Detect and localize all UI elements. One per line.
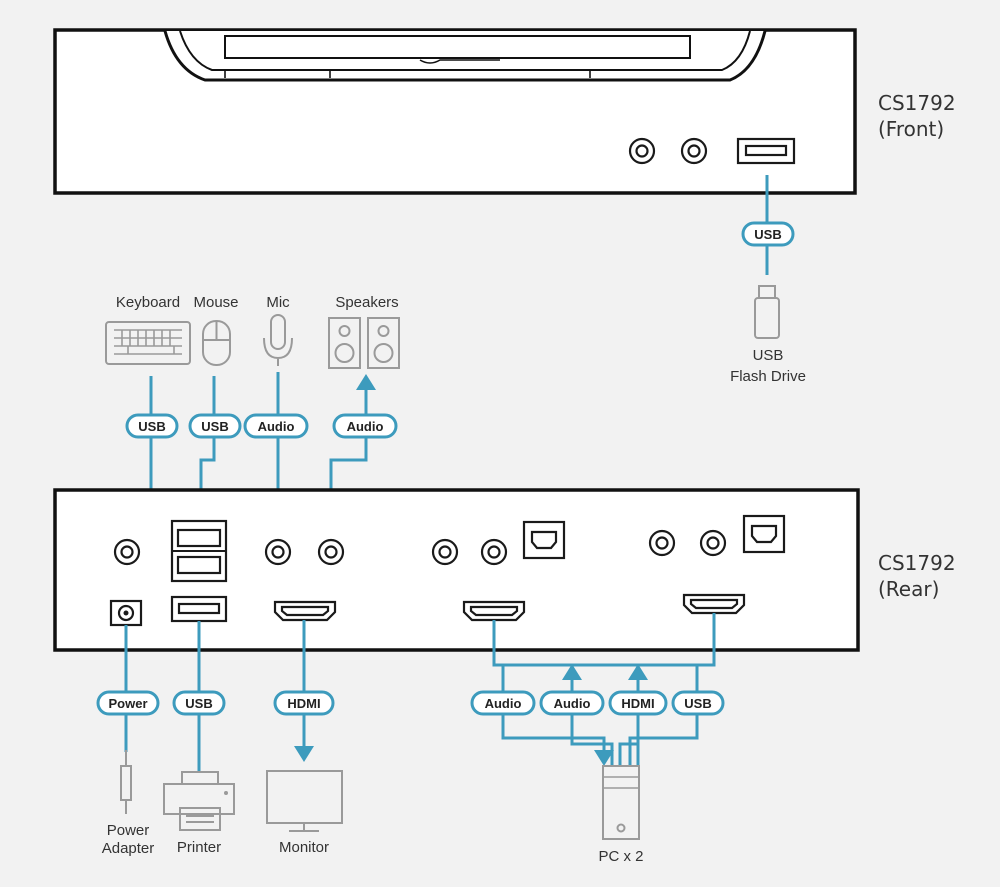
front-unit-sublabel: (Front) <box>878 117 944 141</box>
printer: Printer <box>163 771 235 856</box>
flash-drive-icon <box>754 297 780 339</box>
monitor-hdmi-badge <box>273 690 335 716</box>
pc-tower-icon <box>602 765 640 840</box>
svg-text:Audio: Audio <box>485 696 522 711</box>
mouse-label: Mouse <box>193 294 238 311</box>
svg-text:USB: USB <box>754 227 781 242</box>
svg-text:USB: USB <box>201 419 228 434</box>
monitor-arrow-icon <box>294 746 314 762</box>
keyboard-label: Keyboard <box>116 294 180 311</box>
power-adapter: Power Adapter <box>102 750 155 857</box>
front-usb-badge <box>741 221 795 247</box>
svg-text:Audio: Audio <box>347 419 384 434</box>
pc-audio-in-arrow-icon <box>562 664 582 680</box>
monitor: Monitor <box>266 770 343 856</box>
svg-text:HDMI: HDMI <box>621 696 654 711</box>
mic-audio-badge <box>243 413 309 439</box>
mic-label: Mic <box>266 294 290 311</box>
flash-drive-label-1: USB <box>753 347 784 364</box>
pc-usb-badge <box>671 690 725 716</box>
monitor-cable: HDMI <box>273 620 335 762</box>
power-adapter-label-1: Power <box>107 822 150 839</box>
power-badge <box>96 690 160 716</box>
speakers-audio-badge <box>332 413 398 439</box>
svg-text:HDMI: HDMI <box>287 696 320 711</box>
svg-text:Audio: Audio <box>258 419 295 434</box>
speakers-arrow-icon <box>356 374 376 390</box>
speakers-label: Speakers <box>335 294 398 311</box>
pc-cable-bundle: Audio Audio HDMI USB <box>470 613 725 766</box>
front-unit-label: CS1792 <box>878 91 956 115</box>
svg-text:Audio: Audio <box>554 696 591 711</box>
mouse-cable: USB <box>188 376 242 522</box>
svg-text:USB: USB <box>185 696 212 711</box>
front-slot <box>224 35 691 59</box>
speakers-icon <box>328 317 400 369</box>
pc-hdmi-badge <box>608 690 668 716</box>
printer-usb-badge <box>172 690 226 716</box>
rear-unit: CS1792 (Rear) <box>53 488 956 652</box>
svg-text:USB: USB <box>684 696 711 711</box>
printer-icon <box>163 771 235 831</box>
rear-unit-sublabel: (Rear) <box>878 577 939 601</box>
front-unit: CS1792 (Front) <box>53 28 956 195</box>
front-tray-details <box>224 59 591 78</box>
svg-text:Power: Power <box>108 696 147 711</box>
pc-arrow-icon <box>594 750 614 766</box>
mouse-usb-badge <box>188 413 242 439</box>
pc-tower: PC x 2 <box>598 765 644 865</box>
power-adapter-label-2: Adapter <box>102 840 155 857</box>
printer-label: Printer <box>177 839 221 856</box>
pc-audio-in-badge <box>539 690 605 716</box>
mic-icon <box>263 314 293 366</box>
power-cable: Power <box>96 625 160 752</box>
monitor-label: Monitor <box>279 839 329 856</box>
monitor-icon <box>266 770 343 824</box>
pc-label: PC x 2 <box>598 848 643 865</box>
printer-cable: USB <box>172 621 226 772</box>
svg-text:USB: USB <box>138 419 165 434</box>
rear-unit-label: CS1792 <box>878 551 956 575</box>
pc-audio-out-badge <box>470 690 536 716</box>
flash-drive-connector <box>758 285 776 299</box>
flash-drive-label-2: Flash Drive <box>730 368 806 385</box>
pc-hdmi-arrow-icon <box>628 664 648 680</box>
front-usb-cable: USB <box>741 175 795 275</box>
keyboard-usb-badge <box>125 413 179 439</box>
mouse-icon <box>202 320 231 366</box>
front-tray-inner <box>179 30 751 71</box>
keyboard-icon <box>105 321 191 365</box>
usb-flash-drive: USB Flash Drive <box>730 285 806 385</box>
power-adapter-icon <box>120 750 132 814</box>
